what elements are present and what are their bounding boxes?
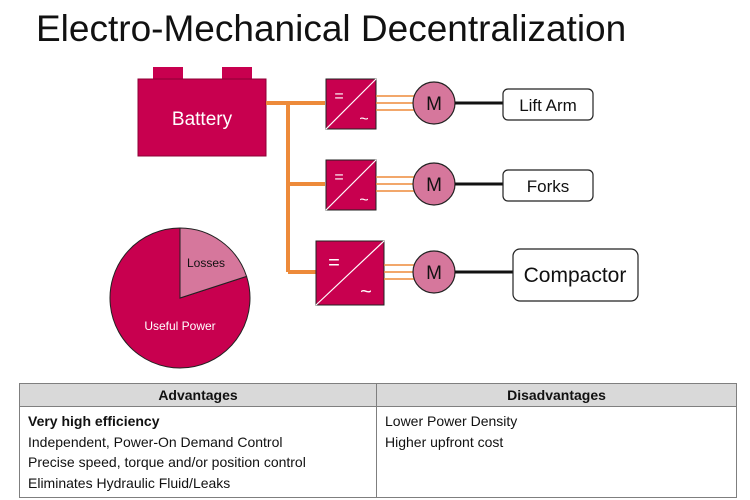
advantages-cell: Very high efficiency Independent, Power-… [19,406,377,498]
inverter-1: = ~ [325,78,377,130]
svg-text:=: = [334,169,343,186]
svg-text:Compactor: Compactor [524,264,627,287]
battery-terminal-right [222,67,252,81]
pie-slice-losses [179,227,248,299]
svg-text:~: ~ [359,111,368,128]
svg-text:Forks: Forks [527,177,570,196]
motor-3: M [412,250,456,294]
pie-label-losses: Losses [187,256,225,270]
advantage-item: Independent, Power-On Demand Control [28,433,283,450]
pros-cons-table: Advantages Disadvantages Very high effic… [19,383,737,498]
phase-wires [376,95,414,280]
load-lift-arm: Lift Arm [502,88,594,121]
advantage-item: Eliminates Hydraulic Fluid/Leaks [28,474,231,491]
svg-text:M: M [426,94,442,115]
battery-body [137,78,267,157]
battery-terminal-left [153,67,183,81]
advantage-item: Very high efficiency [28,413,160,429]
pie-label-useful-power: Useful Power [144,319,215,333]
inverter-3: = ~ [315,240,385,306]
inverter-2: = ~ [325,159,377,211]
disadvantage-item: Higher upfront cost [385,433,504,450]
dc-bus [266,101,325,274]
header-advantages: Advantages [19,383,377,407]
advantage-item: Precise speed, torque and/or position co… [28,454,306,470]
motor-shafts [455,101,513,274]
svg-text:=: = [334,88,343,105]
header-disadvantages: Disadvantages [376,383,737,407]
motor-2: M [412,162,456,206]
svg-text:~: ~ [360,281,372,303]
svg-text:M: M [426,175,442,196]
svg-text:~: ~ [359,192,368,209]
page-title: Electro-Mechanical Decentralization [36,8,627,49]
load-compactor: Compactor [512,248,639,302]
system-diagram: Battery = ~ = ~ = ~ [109,67,639,369]
svg-text:Lift Arm: Lift Arm [519,96,577,115]
motor-1: M [412,81,456,125]
disadvantage-item: Lower Power Density [385,413,518,429]
load-forks: Forks [502,169,594,202]
efficiency-pie: Losses Useful Power [109,227,251,369]
battery: Battery [137,67,267,157]
battery-label: Battery [172,109,233,130]
svg-text:=: = [328,252,340,274]
disadvantages-cell: Lower Power Density Higher upfront cost [376,406,737,498]
svg-text:M: M [426,263,442,284]
